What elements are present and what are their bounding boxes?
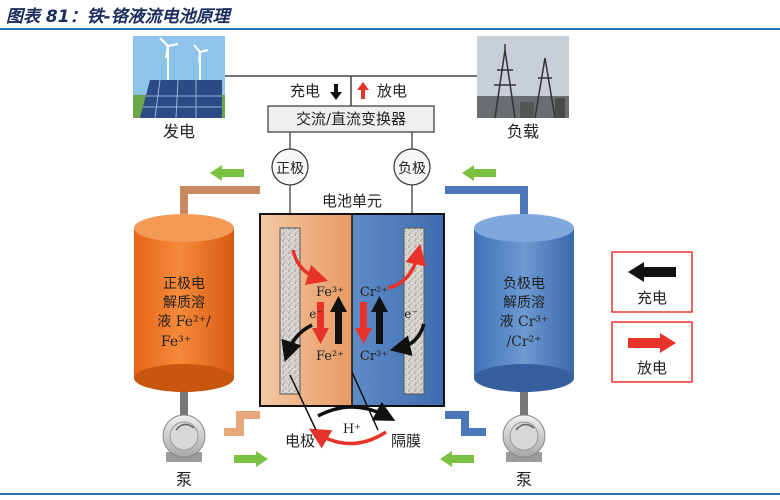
generation-photo — [133, 36, 225, 119]
neg-tank-text-1: 负极电 — [503, 276, 545, 292]
legend-charge-box — [611, 251, 693, 313]
top-rule — [0, 28, 780, 30]
positive-electrode-plate — [279, 227, 301, 395]
electrode-label: 电极 — [285, 432, 315, 450]
electrode-callout — [289, 374, 317, 431]
flow-arrow-bottom-right — [440, 451, 474, 467]
load-label: 负载 — [507, 122, 539, 141]
positive-electrolyte-tank — [134, 214, 234, 392]
generation-label: 发电 — [163, 122, 195, 141]
pump-left-label: 泵 — [176, 470, 192, 489]
pump-right — [502, 414, 546, 462]
pos-tank-text-2: 解质溶 — [163, 295, 205, 311]
legend-discharge-box — [611, 321, 693, 383]
bottom-rule — [0, 493, 780, 495]
pump-right-label: 泵 — [516, 470, 532, 489]
cell-unit-label: 电池单元 — [322, 192, 382, 210]
load-photo — [477, 36, 569, 119]
neg-tank-text-4: /Cr²⁺ — [506, 334, 541, 350]
reaction-arrows — [281, 243, 427, 362]
converter-label: 交流/直流变换器 — [296, 110, 406, 128]
converter-box — [267, 105, 435, 133]
pos-tank-text-1: 正极电 — [163, 276, 205, 292]
neg-tank-text-3: 液 Cr³⁺ — [500, 314, 549, 330]
negative-electrode-label: 负极 — [398, 161, 426, 177]
discharge-up-arrow — [357, 82, 369, 99]
membrane-label: 隔膜 — [391, 432, 421, 450]
cr2-label: Cr²⁺ — [360, 285, 388, 300]
cr3-label: Cr³⁺ — [360, 349, 388, 364]
legend-discharge-arrow — [628, 333, 676, 353]
legend-charge-arrow — [628, 262, 676, 282]
h-plus-label: H⁺ — [343, 422, 361, 437]
electron-left-label: e⁻ — [309, 307, 322, 321]
legend-charge-label: 充电 — [637, 289, 667, 307]
proton-exchange-arrows — [308, 401, 396, 449]
negative-electrolyte-tank — [474, 214, 574, 392]
flow-arrow-top-left — [210, 165, 244, 181]
neg-tank-text-2: 解质溶 — [503, 295, 545, 311]
electron-right-label: e⁻ — [404, 307, 417, 321]
charge-top-label: 充电 — [290, 82, 320, 100]
pump-left — [162, 414, 206, 462]
discharge-top-label: 放电 — [377, 82, 407, 100]
legend: 充电 放电 — [611, 251, 693, 383]
flow-arrow-top-right — [462, 165, 496, 181]
legend-discharge-label: 放电 — [637, 359, 667, 377]
charge-down-arrow — [330, 84, 342, 100]
pos-tank-text-3: 液 Fe²⁺/ — [157, 314, 211, 330]
positive-electrode-label: 正极 — [276, 161, 304, 177]
fe2-label: Fe²⁺ — [316, 349, 344, 364]
membrane-callout — [351, 371, 379, 431]
fe3-label: Fe³⁺ — [316, 285, 344, 300]
pos-tank-text-4: Fe³⁺ — [161, 334, 191, 350]
flow-arrow-bottom-left — [234, 451, 268, 467]
figure-title: 图表 81：铁-铬液流电池原理 — [6, 7, 230, 27]
